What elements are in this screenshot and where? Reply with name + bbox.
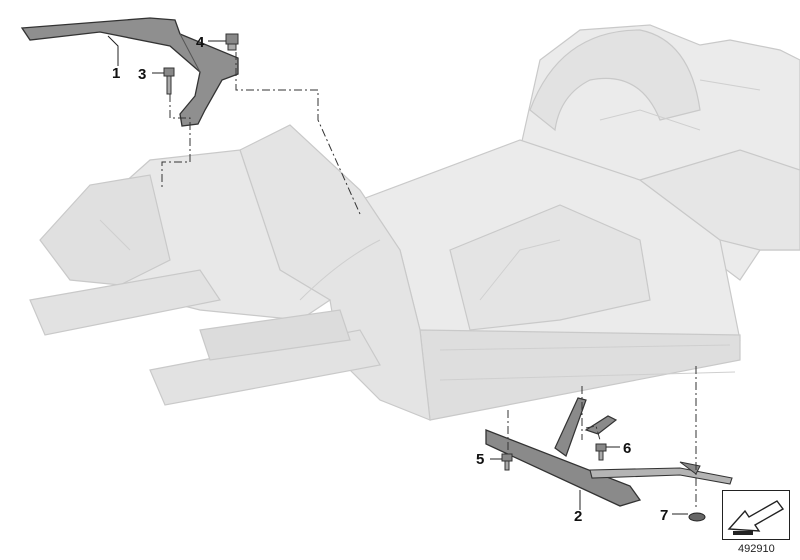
nut-4-icon <box>225 33 239 51</box>
callout-2: 2 <box>574 508 583 525</box>
bolt-5-icon <box>501 453 513 471</box>
car-body-shell <box>29 24 800 421</box>
part-1-strut-brace <box>20 17 239 127</box>
legend-box <box>722 490 790 540</box>
leader-lines <box>107 35 688 515</box>
bolt-6-icon <box>595 443 607 461</box>
callout-6: 6 <box>623 440 632 457</box>
callout-1: 1 <box>112 65 121 82</box>
part-2-cross-strut <box>554 397 587 457</box>
assembly-lines <box>161 52 697 508</box>
plug-7-icon <box>688 512 706 522</box>
callout-3: 3 <box>138 66 147 83</box>
callout-4: 4 <box>196 34 205 51</box>
part-2-side-brace <box>584 415 618 435</box>
callout-5: 5 <box>476 451 485 468</box>
diagram-number: 492910 <box>738 543 775 555</box>
bolt-3-icon <box>163 67 175 95</box>
body-detail-lines <box>99 79 761 381</box>
arrow-legend-icon <box>727 500 785 535</box>
callout-7: 7 <box>660 507 669 524</box>
